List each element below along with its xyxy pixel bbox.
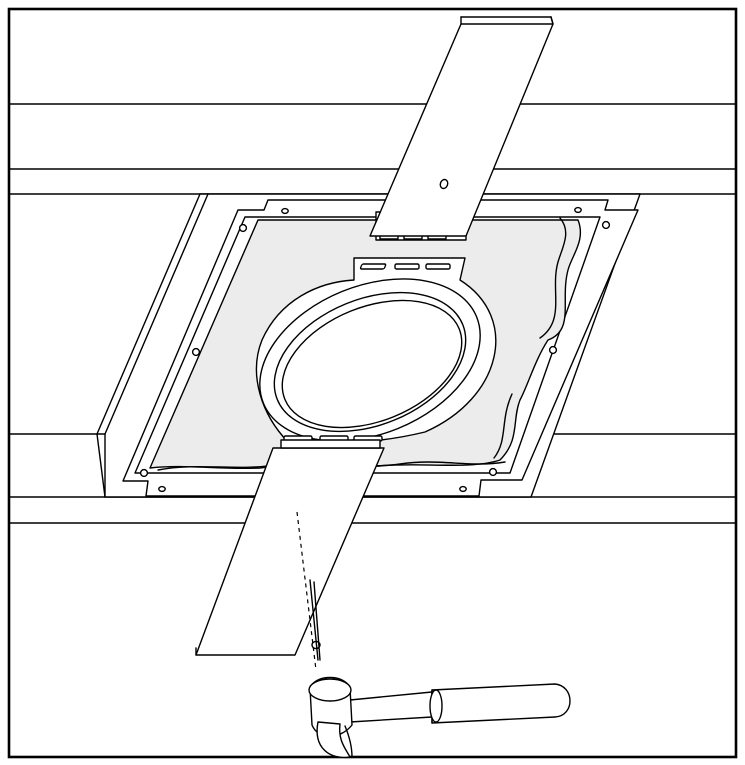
lower-strap bbox=[195, 439, 385, 656]
nail bbox=[296, 511, 321, 671]
upper-strap bbox=[369, 16, 554, 241]
speaker-ring bbox=[255, 257, 497, 443]
screw-holes bbox=[139, 206, 611, 493]
nail-icon bbox=[309, 579, 319, 661]
hammer-icon bbox=[308, 676, 571, 759]
